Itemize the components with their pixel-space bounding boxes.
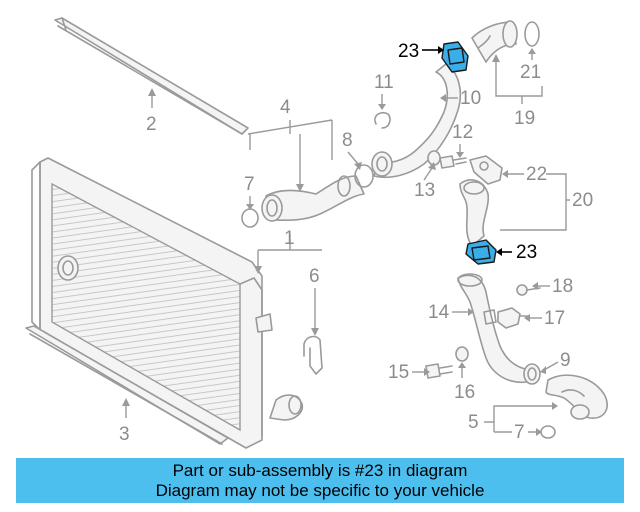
callout-15: 15 — [388, 362, 409, 383]
leader-1 — [257, 234, 322, 268]
bracket-22 — [469, 155, 503, 185]
callout-11: 11 — [374, 72, 394, 93]
charge-air-hose-5 — [545, 374, 608, 420]
callout-5: 5 — [468, 412, 479, 433]
callout-14: 14 — [428, 302, 450, 323]
callout-23-upper: 23 — [398, 41, 419, 62]
hose-clamp-11 — [374, 111, 391, 129]
leader-8 — [347, 151, 359, 165]
callout-13: 13 — [414, 180, 435, 201]
upper-mounting-rail — [54, 17, 249, 135]
callout-12: 12 — [452, 122, 473, 143]
banner-line-part-number: Part or sub-assembly is #23 in diagram — [172, 460, 468, 480]
seal-ring-8 — [354, 164, 374, 188]
charge-air-hose-left — [261, 175, 365, 222]
callout-2: 2 — [146, 114, 157, 135]
callout-20: 20 — [572, 190, 593, 211]
highlighted-part-23-upper — [441, 41, 469, 73]
callout-21: 21 — [520, 62, 541, 83]
callout-16: 16 — [454, 382, 475, 403]
callout-10: 10 — [460, 88, 481, 109]
callout-19: 19 — [514, 108, 535, 129]
callout-18: 18 — [552, 276, 573, 297]
seal-ring-7a — [241, 208, 259, 228]
bolt-15 — [425, 363, 453, 379]
leader-22 — [508, 173, 570, 231]
nut-16 — [455, 346, 469, 362]
charge-air-hose-20 — [459, 179, 490, 247]
callout-8: 8 — [342, 130, 353, 151]
seal-ring-7b — [540, 425, 556, 439]
callout-4: 4 — [280, 97, 291, 118]
hose-19 — [471, 20, 518, 63]
callout-7a: 7 — [244, 174, 255, 195]
sensor-17 — [497, 307, 529, 329]
highlighted-part-23-lower — [465, 239, 497, 265]
charge-air-pipe-10 — [371, 63, 462, 179]
leader-5 — [484, 405, 552, 432]
callout-1: 1 — [284, 228, 295, 249]
callout-9: 9 — [560, 350, 571, 371]
intercooler-core — [31, 157, 304, 449]
bolt-12 — [439, 155, 467, 169]
info-banner: Part or sub-assembly is #23 in diagram D… — [16, 458, 624, 503]
callout-17: 17 — [544, 308, 565, 329]
leader-19 — [495, 60, 543, 104]
leader-4 — [247, 119, 333, 186]
clamp-9 — [523, 363, 541, 385]
callout-3: 3 — [119, 424, 130, 445]
callout-7b: 7 — [514, 422, 525, 443]
callout-23-lower: 23 — [516, 242, 537, 263]
leader-13 — [423, 167, 433, 181]
leader-9 — [543, 361, 559, 371]
callout-22: 22 — [526, 164, 547, 185]
banner-line-disclaimer: Diagram may not be specific to your vehi… — [155, 480, 485, 500]
retaining-clip-6 — [303, 335, 323, 375]
lower-mounting-rail — [25, 325, 229, 445]
seal-ring-21 — [524, 21, 540, 47]
parts-diagram: 2 1 3 4 7 8 6 — [25, 17, 608, 449]
callout-6: 6 — [309, 266, 320, 287]
